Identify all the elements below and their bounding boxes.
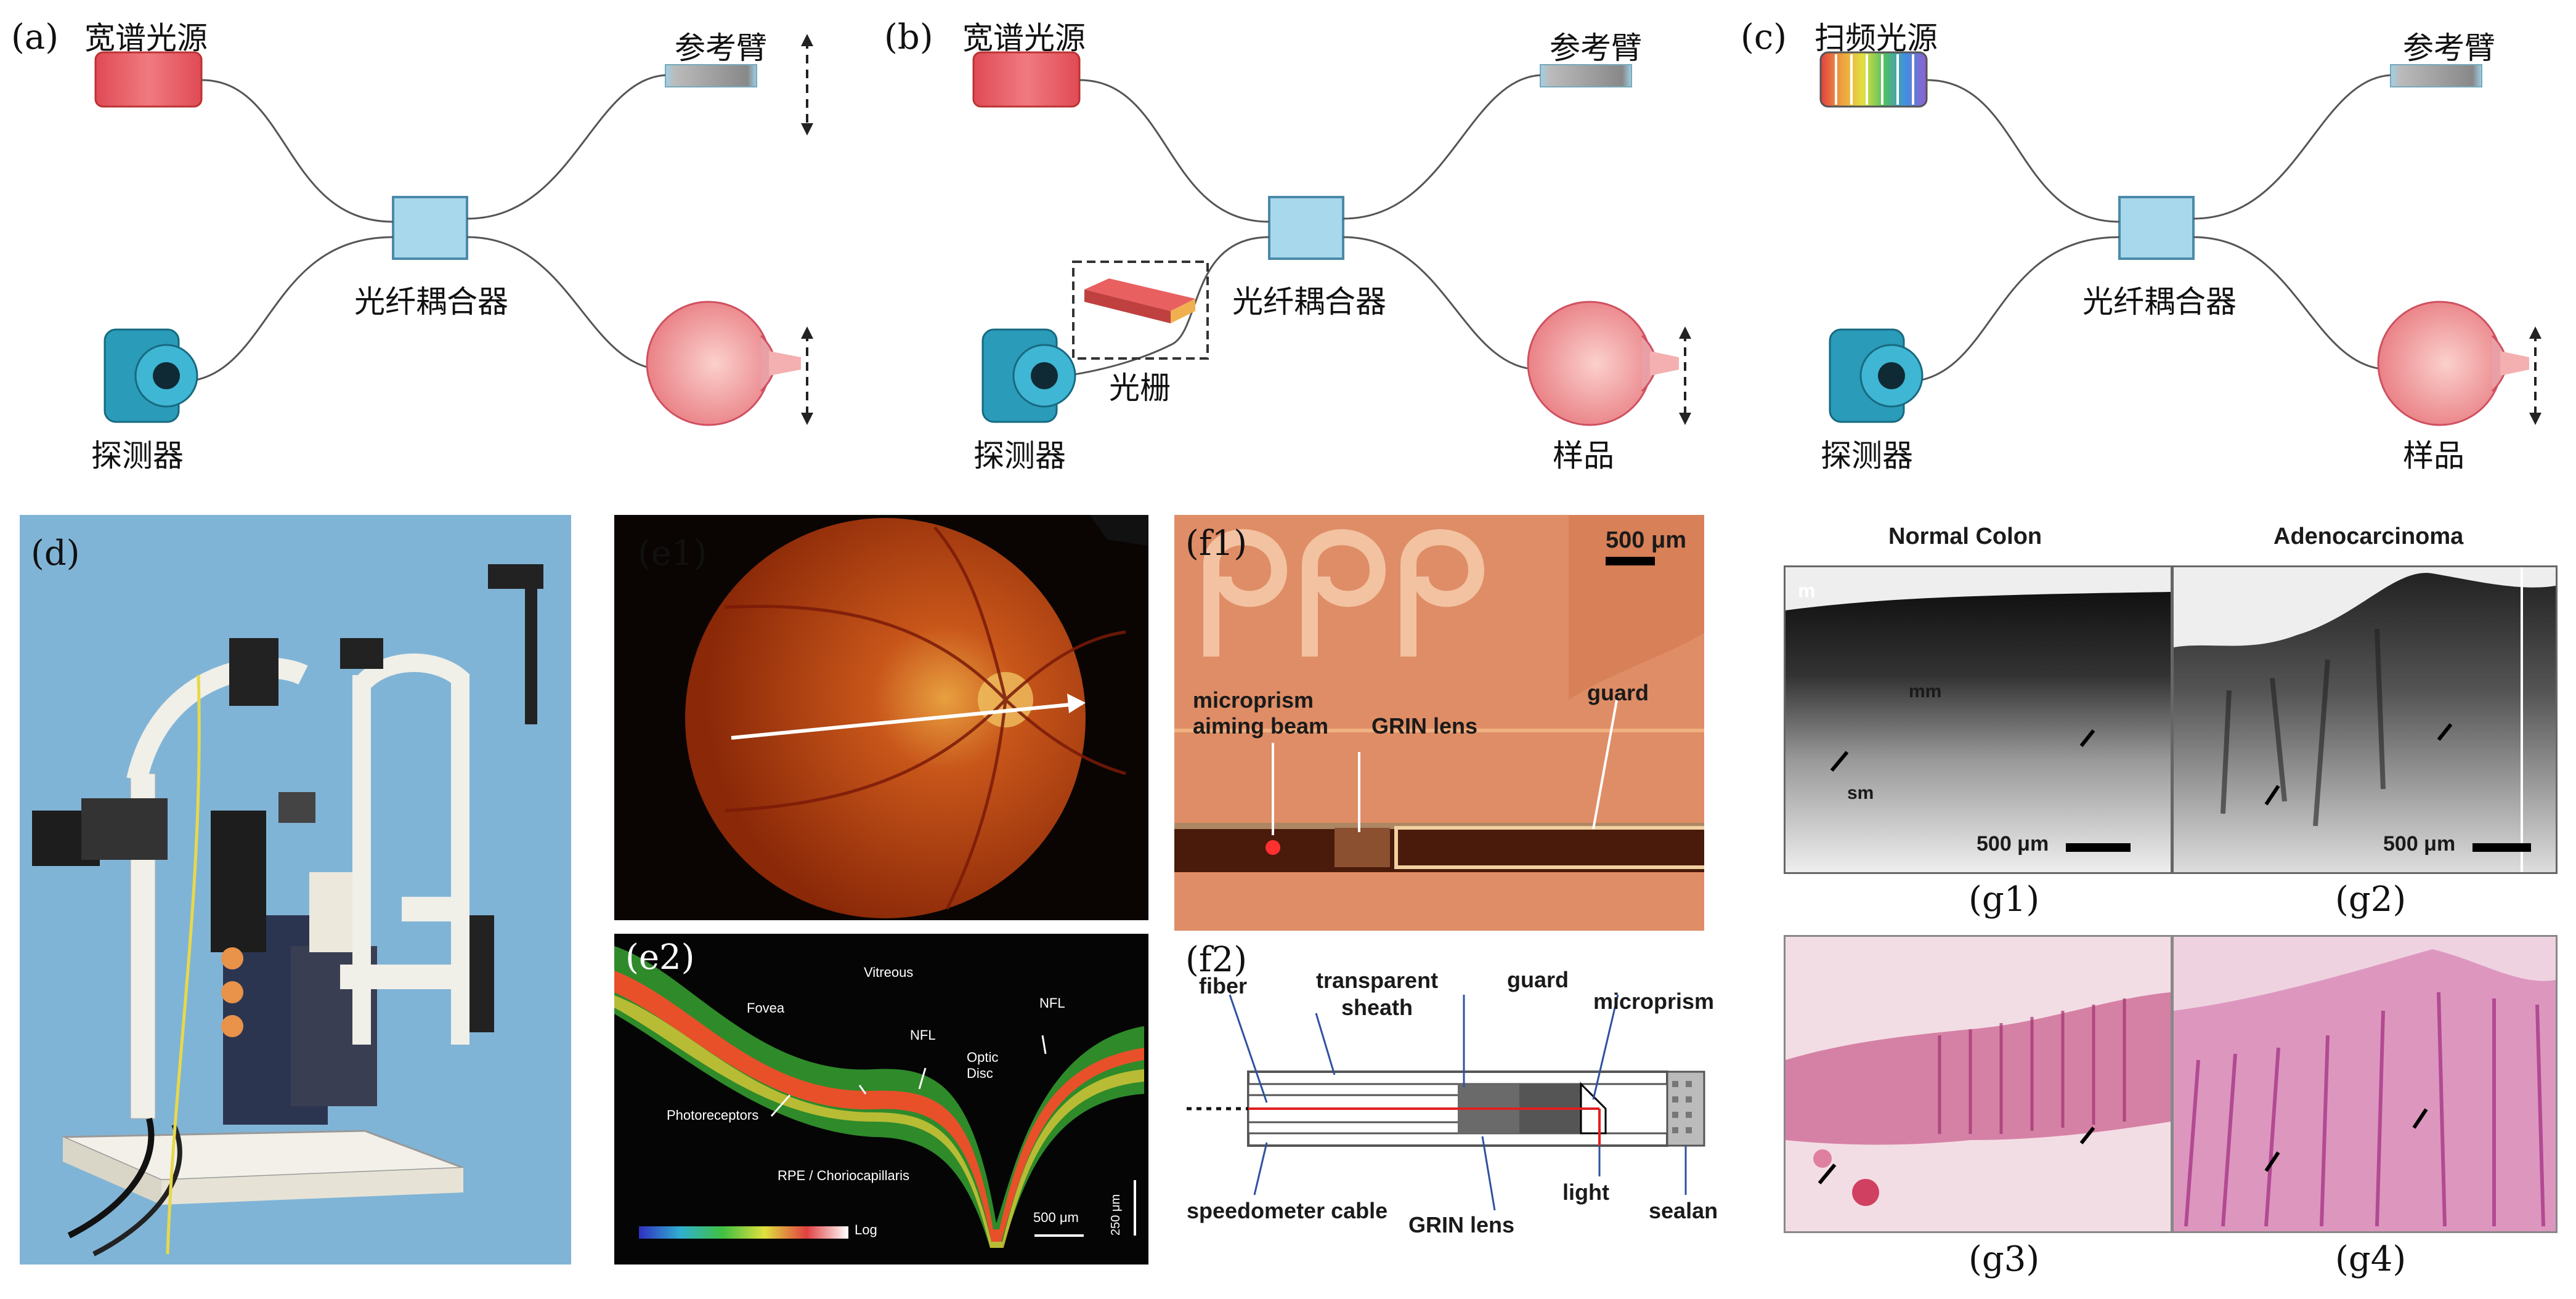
optic-disc-label: Optic Disc (967, 1050, 999, 1081)
panel-c-schematic (1819, 51, 2541, 426)
normal-colon-histology (1784, 935, 2172, 1233)
fiber-coupler-icon (2118, 196, 2195, 260)
coupler-label: 光纤耦合器 (354, 284, 508, 320)
adenocarcinoma-title: Adenocarcinoma (2273, 524, 2464, 549)
retina-oct-image: (e2) Vitreous Fovea NFL NFL Optic Disc P… (614, 934, 1148, 1265)
panel-a-label: (a) (11, 17, 59, 57)
nfl-left-label: NFL (910, 1027, 936, 1043)
broadband-source-icon (94, 51, 203, 108)
g1-label: (g1) (1969, 880, 2040, 920)
grin-lens-label: GRIN lens (1371, 713, 1478, 739)
microprism-label: microprism aiming beam (1193, 687, 1329, 739)
scale-horizontal-label: 500 μm (1033, 1210, 1079, 1225)
guard-label: guard (1587, 680, 1649, 705)
fiber-label: fiber (1199, 973, 1248, 998)
m-label: m (1798, 580, 1816, 602)
coupler-label: 光纤耦合器 (1232, 284, 1386, 320)
detector-label: 探测器 (973, 438, 1066, 474)
reference-arm-label: 参考臂 (1550, 30, 1642, 66)
normal-colon-oct: m mm sm 500 μm (1784, 565, 2172, 874)
sm-label: sm (1847, 783, 1874, 803)
sample-label: 样品 (1553, 438, 1614, 474)
adenocarcinoma-oct: 500 μm (2172, 565, 2558, 874)
panel-f1-label: (f1) (1185, 524, 1248, 564)
probe-photo: (f1) 500 μm microprism aiming beam GRIN … (1174, 515, 1717, 931)
mm-label: mm (1909, 681, 1942, 702)
speedometer-cable-label: speedometer cable (1187, 1198, 1388, 1223)
schematics-svg (94, 34, 2541, 426)
detector-label: 探测器 (1821, 438, 1913, 474)
fovea-label: Fovea (747, 1000, 785, 1016)
vitreous-label: Vitreous (864, 965, 914, 980)
grating-box (1072, 261, 1209, 360)
reference-arm-label: 参考臂 (2403, 30, 2495, 66)
eye-icon (646, 301, 801, 426)
fundus-image: (e1) (614, 515, 1148, 920)
eye-icon (2377, 301, 2529, 426)
eye-icon (1527, 301, 1679, 426)
scale-vertical-label: 250 μm (1109, 1194, 1123, 1236)
source-label: 宽谱光源 (84, 20, 208, 56)
panel-d-label: (d) (31, 533, 80, 573)
rpe-label: RPE / Choriocapillaris (778, 1168, 909, 1183)
g3-label: (g3) (1969, 1239, 2040, 1279)
source-label: 扫频光源 (1814, 20, 1938, 56)
grating-label: 光栅 (1109, 370, 1171, 406)
panel-b-label: (b) (884, 17, 933, 57)
microprism-label: microprism (1593, 989, 1715, 1014)
detector-icon (981, 328, 1076, 423)
panel-e1-label: (e1) (638, 533, 707, 573)
colorbar-label: Log (855, 1222, 877, 1237)
panel-a-schematic (94, 34, 813, 426)
reference-arm-label: 参考臂 (675, 30, 767, 66)
broadband-source-icon (972, 51, 1081, 108)
instrument-photo: (d) (20, 515, 571, 1265)
reference-mirror-icon (1540, 64, 1632, 87)
light-label: light (1562, 1180, 1609, 1205)
fiber-coupler-icon (1268, 196, 1344, 260)
sheath-label: transparent sheath (1316, 968, 1439, 1020)
g4-label: (g4) (2335, 1239, 2407, 1279)
sample-label: 样品 (2403, 438, 2464, 474)
fiber-coupler-icon (392, 196, 468, 260)
panel-c-label: (c) (1741, 17, 1787, 57)
source-label: 宽谱光源 (962, 20, 1086, 56)
photoreceptors-label: Photoreceptors (667, 1107, 759, 1123)
grating-icon (1084, 278, 1195, 323)
detector-icon (1829, 328, 1924, 423)
sealant-label: sealant (1649, 1198, 1717, 1223)
detector-icon (104, 328, 198, 423)
adenocarcinoma-histology (2172, 935, 2558, 1233)
reference-mirror-icon (665, 64, 757, 87)
grin-lens-label: GRIN lens (1408, 1212, 1515, 1237)
panel-b-schematic (972, 51, 1691, 426)
g2-label: (g2) (2335, 880, 2407, 920)
nfl-right-label: NFL (1039, 995, 1065, 1011)
detector-label: 探测器 (91, 438, 184, 474)
probe-schematic: (f2) fiber transparent sheath guard micr… (1174, 936, 1717, 1269)
guard-label: guard (1507, 967, 1569, 992)
panel-f2-label: (f2) (1185, 940, 1248, 980)
reference-mirror-icon (2390, 64, 2482, 87)
scale-label: 500 μm (2383, 832, 2456, 856)
scale-label: 500 μm (1977, 832, 2049, 856)
coupler-label: 光纤耦合器 (2082, 284, 2237, 320)
panel-e2-label: (e2) (625, 937, 695, 977)
normal-colon-title: Normal Colon (1888, 524, 2042, 549)
scale-label: 500 μm (1606, 527, 1686, 553)
